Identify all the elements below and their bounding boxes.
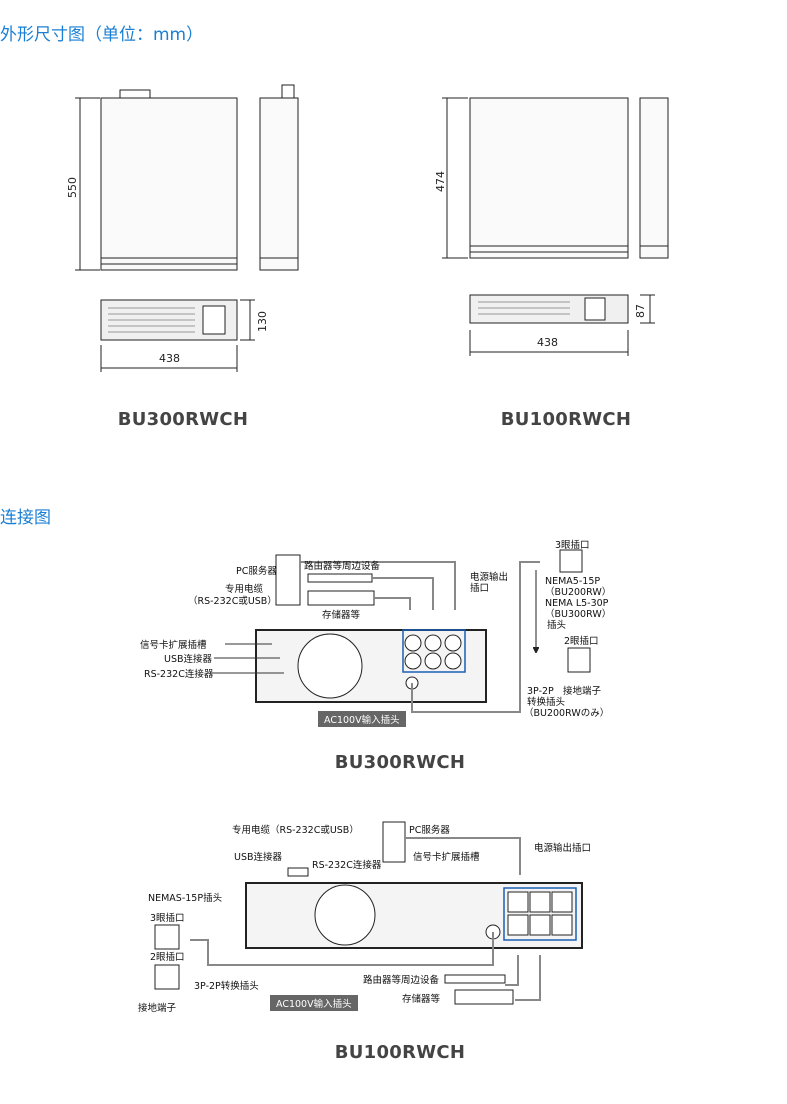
label-card-slot: 信号卡扩展插槽 [413,852,480,863]
bu300-top-view [75,84,299,372]
bu300-caption: BU300RWCH [117,409,249,430]
label-adapter: 3P-2P转换插头 [194,981,259,992]
label-outlet: 电源输出插口 [534,843,592,854]
bu100-connection-drawing [154,821,583,1005]
bu300-width: 438 [159,352,180,365]
label-three-pin: 3眼插口 [150,913,185,924]
label-two-pin: 2眼插口 [150,952,185,963]
bu100-depth: 474 [434,171,447,192]
label-adapter3: （BU200RWのみ） [524,708,610,719]
connection-title: 连接图 [0,508,51,528]
label-rs232c: RS-232C连接器 [312,860,382,871]
bu100-top-view [442,97,669,356]
label-cable: 专用电缆（RS-232C或USB） [232,825,359,836]
label-nema515: NEMA5-15P [545,576,601,587]
label-adapter1: 3P-2P [527,686,554,697]
label-rs232c: RS-232C连接器 [144,669,214,680]
label-outlet: 电源输出 [470,572,509,583]
label-outlet2: 插口 [470,583,490,594]
label-nema: NEMAS-15P插头 [148,893,223,904]
bu100-caption: BU100RWCH [500,409,632,430]
label-bu300rw: （BU300RW） [545,609,612,620]
label-storage: 存储器等 [402,994,441,1005]
label-bu200rw: （BU200RW） [545,587,612,598]
bu300-depth: 550 [66,177,79,198]
label-cable: 专用电缆 [225,584,264,595]
bu300-connection-drawing [210,549,591,713]
bu100-height: 87 [634,304,647,318]
bu300-height: 130 [256,311,269,332]
label-adapter2: 转换插头 [527,697,566,708]
label-plug: 插头 [547,620,567,631]
bu100-connection-caption: BU100RWCH [334,1042,466,1063]
label-pc-server: PC服务器 [236,566,277,577]
bu300-connection-caption: BU300RWCH [334,752,466,773]
label-nemal530: NEMA L5-30P [545,598,609,609]
dimensions-title: 外形尺寸图（单位：mm） [0,25,204,45]
label-ground: 接地端子 [563,686,602,697]
label-ac-input: AC100V输入插头 [270,995,358,1011]
bu100-width: 438 [537,336,558,349]
label-router: 路由器等周边设备 [363,975,440,986]
label-two-pin: 2眼插口 [564,636,599,647]
label-three-pin: 3眼插口 [555,540,590,551]
label-usb: USB连接器 [164,654,213,665]
label-ac-input: AC100V输入插头 [318,711,406,727]
label-ground: 接地端子 [138,1003,177,1014]
label-usb: USB连接器 [234,852,283,863]
label-pc-server: PC服务器 [409,825,450,836]
label-router: 路由器等周边设备 [304,561,381,572]
label-card-slot: 信号卡扩展插槽 [140,640,207,651]
label-storage: 存储器等 [322,610,361,621]
label-cable-type: （RS-232C或USB） [188,596,277,607]
